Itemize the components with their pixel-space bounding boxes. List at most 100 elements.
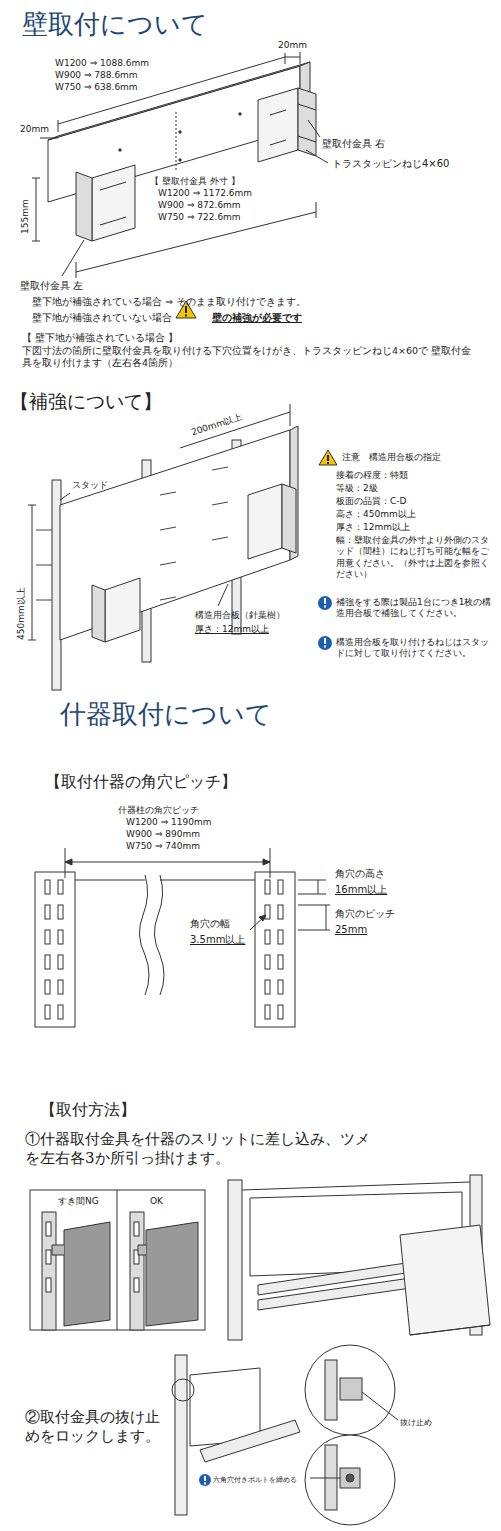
rack-illustration-part: [410, 1325, 490, 1335]
rack-pitch-drawing-part: [318, 880, 319, 894]
wall-panel-drawing-part: [300, 52, 301, 64]
rack-pitch-drawing-part: [298, 880, 326, 881]
info-icon-part: [324, 646, 326, 648]
lock-illustration-part: [325, 1360, 337, 1420]
part-name: 壁取付金具 右: [322, 138, 385, 151]
step-text: ①什器取付金具を什器のスリットに差し込み、ツメを左右各3か所引っ掛けます。: [25, 1130, 370, 1168]
reinforcement-drawing-part: [32, 505, 33, 640]
reinforcement-drawing: [28, 404, 298, 690]
wall-panel-drawing-part: [76, 212, 316, 272]
rack-illustration-part: [228, 1180, 242, 1340]
dimension-heading: 角穴の高さ: [335, 868, 385, 881]
caution-icon-part: [327, 462, 329, 464]
reinforcement-drawing-part: [92, 585, 105, 642]
wall-panel-drawing-part: [100, 217, 126, 225]
rack-pitch-drawing-part-part: [278, 955, 283, 969]
panel-label: OK: [150, 1196, 163, 1207]
part-name: 抜け止め: [400, 1418, 432, 1428]
dimension-label: W1200 ⇒ 1190mm: [126, 817, 212, 828]
lock-illustration-part: [305, 1345, 395, 1435]
rack-pitch-drawing-part: [139, 875, 149, 995]
caution-icon-part: [319, 450, 337, 465]
reinforcement-drawing-part: [282, 484, 296, 553]
dimension-heading: 角穴のピッチ: [335, 908, 395, 921]
warning-icon-part: [185, 306, 187, 313]
rack-pitch-drawing-part: [65, 859, 72, 865]
dimension-label: 200mm以上: [190, 412, 244, 439]
subsection-heading: 【取付什器の角穴ピッチ】: [45, 772, 237, 792]
hook-detail-part-part: [134, 1222, 139, 1236]
section-title: 壁取付について: [22, 8, 208, 41]
wall-panel-drawing-part: [100, 182, 126, 190]
dimension-label: 20mm: [20, 124, 49, 135]
part-name: 壁取付金具 左: [20, 280, 83, 293]
dimension-label: W900 ⇒ 872.6mm: [158, 200, 241, 211]
reinforcement-drawing-part-part: [212, 467, 228, 470]
rack-illustration-part: [400, 1225, 490, 1335]
rack-pitch-drawing-part-part: [265, 955, 270, 969]
rack-pitch-drawing-part-part: [58, 930, 63, 944]
dimension-heading: 什器柱の角穴ピッチ: [118, 805, 199, 816]
dimension-label: W750 ⇒ 638.6mm: [55, 82, 138, 93]
part-name: スタッド: [72, 480, 108, 491]
dimension-label: 3.5mm以上: [190, 934, 245, 947]
rack-illustration-part: [242, 1182, 470, 1190]
panel-label: すき間NG: [58, 1196, 99, 1207]
info-icon-part: [204, 1476, 206, 1481]
rack-pitch-drawing-part: [255, 872, 295, 1027]
hook-detail-part: [130, 1212, 144, 1330]
rack-pitch-drawing-part-part: [278, 980, 283, 994]
rack-pitch-drawing-part-part: [45, 1005, 50, 1019]
rack-pitch-drawing-part: [250, 915, 266, 930]
part-name: トラスタッピンねじ4×60: [332, 158, 449, 171]
hook-detail-part-part: [46, 1278, 51, 1292]
rack-pitch-drawing-part: [65, 862, 270, 863]
wall-panel-drawing-part: [285, 53, 286, 64]
reinforcement-drawing-part: [290, 404, 291, 426]
rack-pitch-drawing-part-part: [58, 955, 63, 969]
section-heading: 【補強について】: [10, 390, 162, 414]
rack-pitch-drawing-part: [298, 905, 330, 906]
rack-pitch-drawing-part-part: [58, 905, 63, 919]
rack-pitch-drawing-part: [298, 894, 326, 895]
spec-text: 等級：2級: [336, 483, 378, 494]
wall-panel-drawing-part: [40, 138, 58, 139]
wall-panel-drawing-part: [76, 262, 77, 278]
rack-illustration: [228, 1175, 490, 1340]
lock-illustration-part: [172, 1379, 194, 1401]
hook-detail-part: [146, 1222, 198, 1326]
rack-pitch-drawing-part-part: [58, 1005, 63, 1019]
dimension-label: W900 ⇒ 890mm: [126, 829, 200, 840]
note-heading: 【 壁下地が補強されている場合 】: [22, 332, 178, 344]
reinforcement-drawing-part: [248, 484, 282, 559]
dimension-label: 16mm以上: [335, 884, 387, 897]
spec-text: 板面の品質：C-D: [336, 496, 406, 507]
lock-illustration: [172, 1345, 398, 1525]
reinforcement-drawing-part: [218, 584, 228, 606]
hook-detail-part-part: [46, 1250, 51, 1264]
caution-heading: 注意 構造用合板の指定: [342, 452, 441, 463]
rack-pitch-drawing-part-part: [45, 880, 50, 894]
rack-pitch-drawing-part-part: [278, 1005, 283, 1019]
step-text: ②取付金具の抜け止めをロックします。: [25, 1408, 165, 1446]
rack-pitch-drawing-part-part: [278, 905, 283, 919]
rack-pitch-drawing-part-part: [45, 955, 50, 969]
rack-pitch-drawing-part: [154, 875, 164, 995]
warning-icon-part: [185, 315, 187, 317]
dimension-label: 450mm以上: [16, 587, 27, 640]
spec-text: 幅：壁取付金具の外寸より外側のスタッド（間柱）にねじ打ち可能な幅をご用意ください…: [336, 535, 494, 580]
hook-detail-part: [64, 1222, 110, 1326]
rack-pitch-drawing-part: [259, 915, 266, 921]
dimension-label: 25mm: [335, 924, 367, 937]
rack-pitch-drawing-part: [65, 848, 66, 878]
wall-panel-drawing-part: [36, 178, 37, 241]
reinforcement-drawing-part: [36, 467, 228, 600]
rack-pitch-drawing-part: [326, 905, 327, 930]
caution-icon: [319, 450, 337, 465]
note-text: 下図寸法の箇所に壁取付金具を取り付ける下穴位置をけがき、トラスタッピンねじ4×6…: [22, 345, 477, 369]
wall-panel-drawing-part: [32, 241, 40, 242]
reinforcement-drawing-part-part: [212, 537, 228, 540]
rack-pitch-drawing-part-part: [265, 905, 270, 919]
lock-illustration-part: [310, 1478, 340, 1479]
spec-text: 接着の程度：特類: [336, 470, 408, 481]
